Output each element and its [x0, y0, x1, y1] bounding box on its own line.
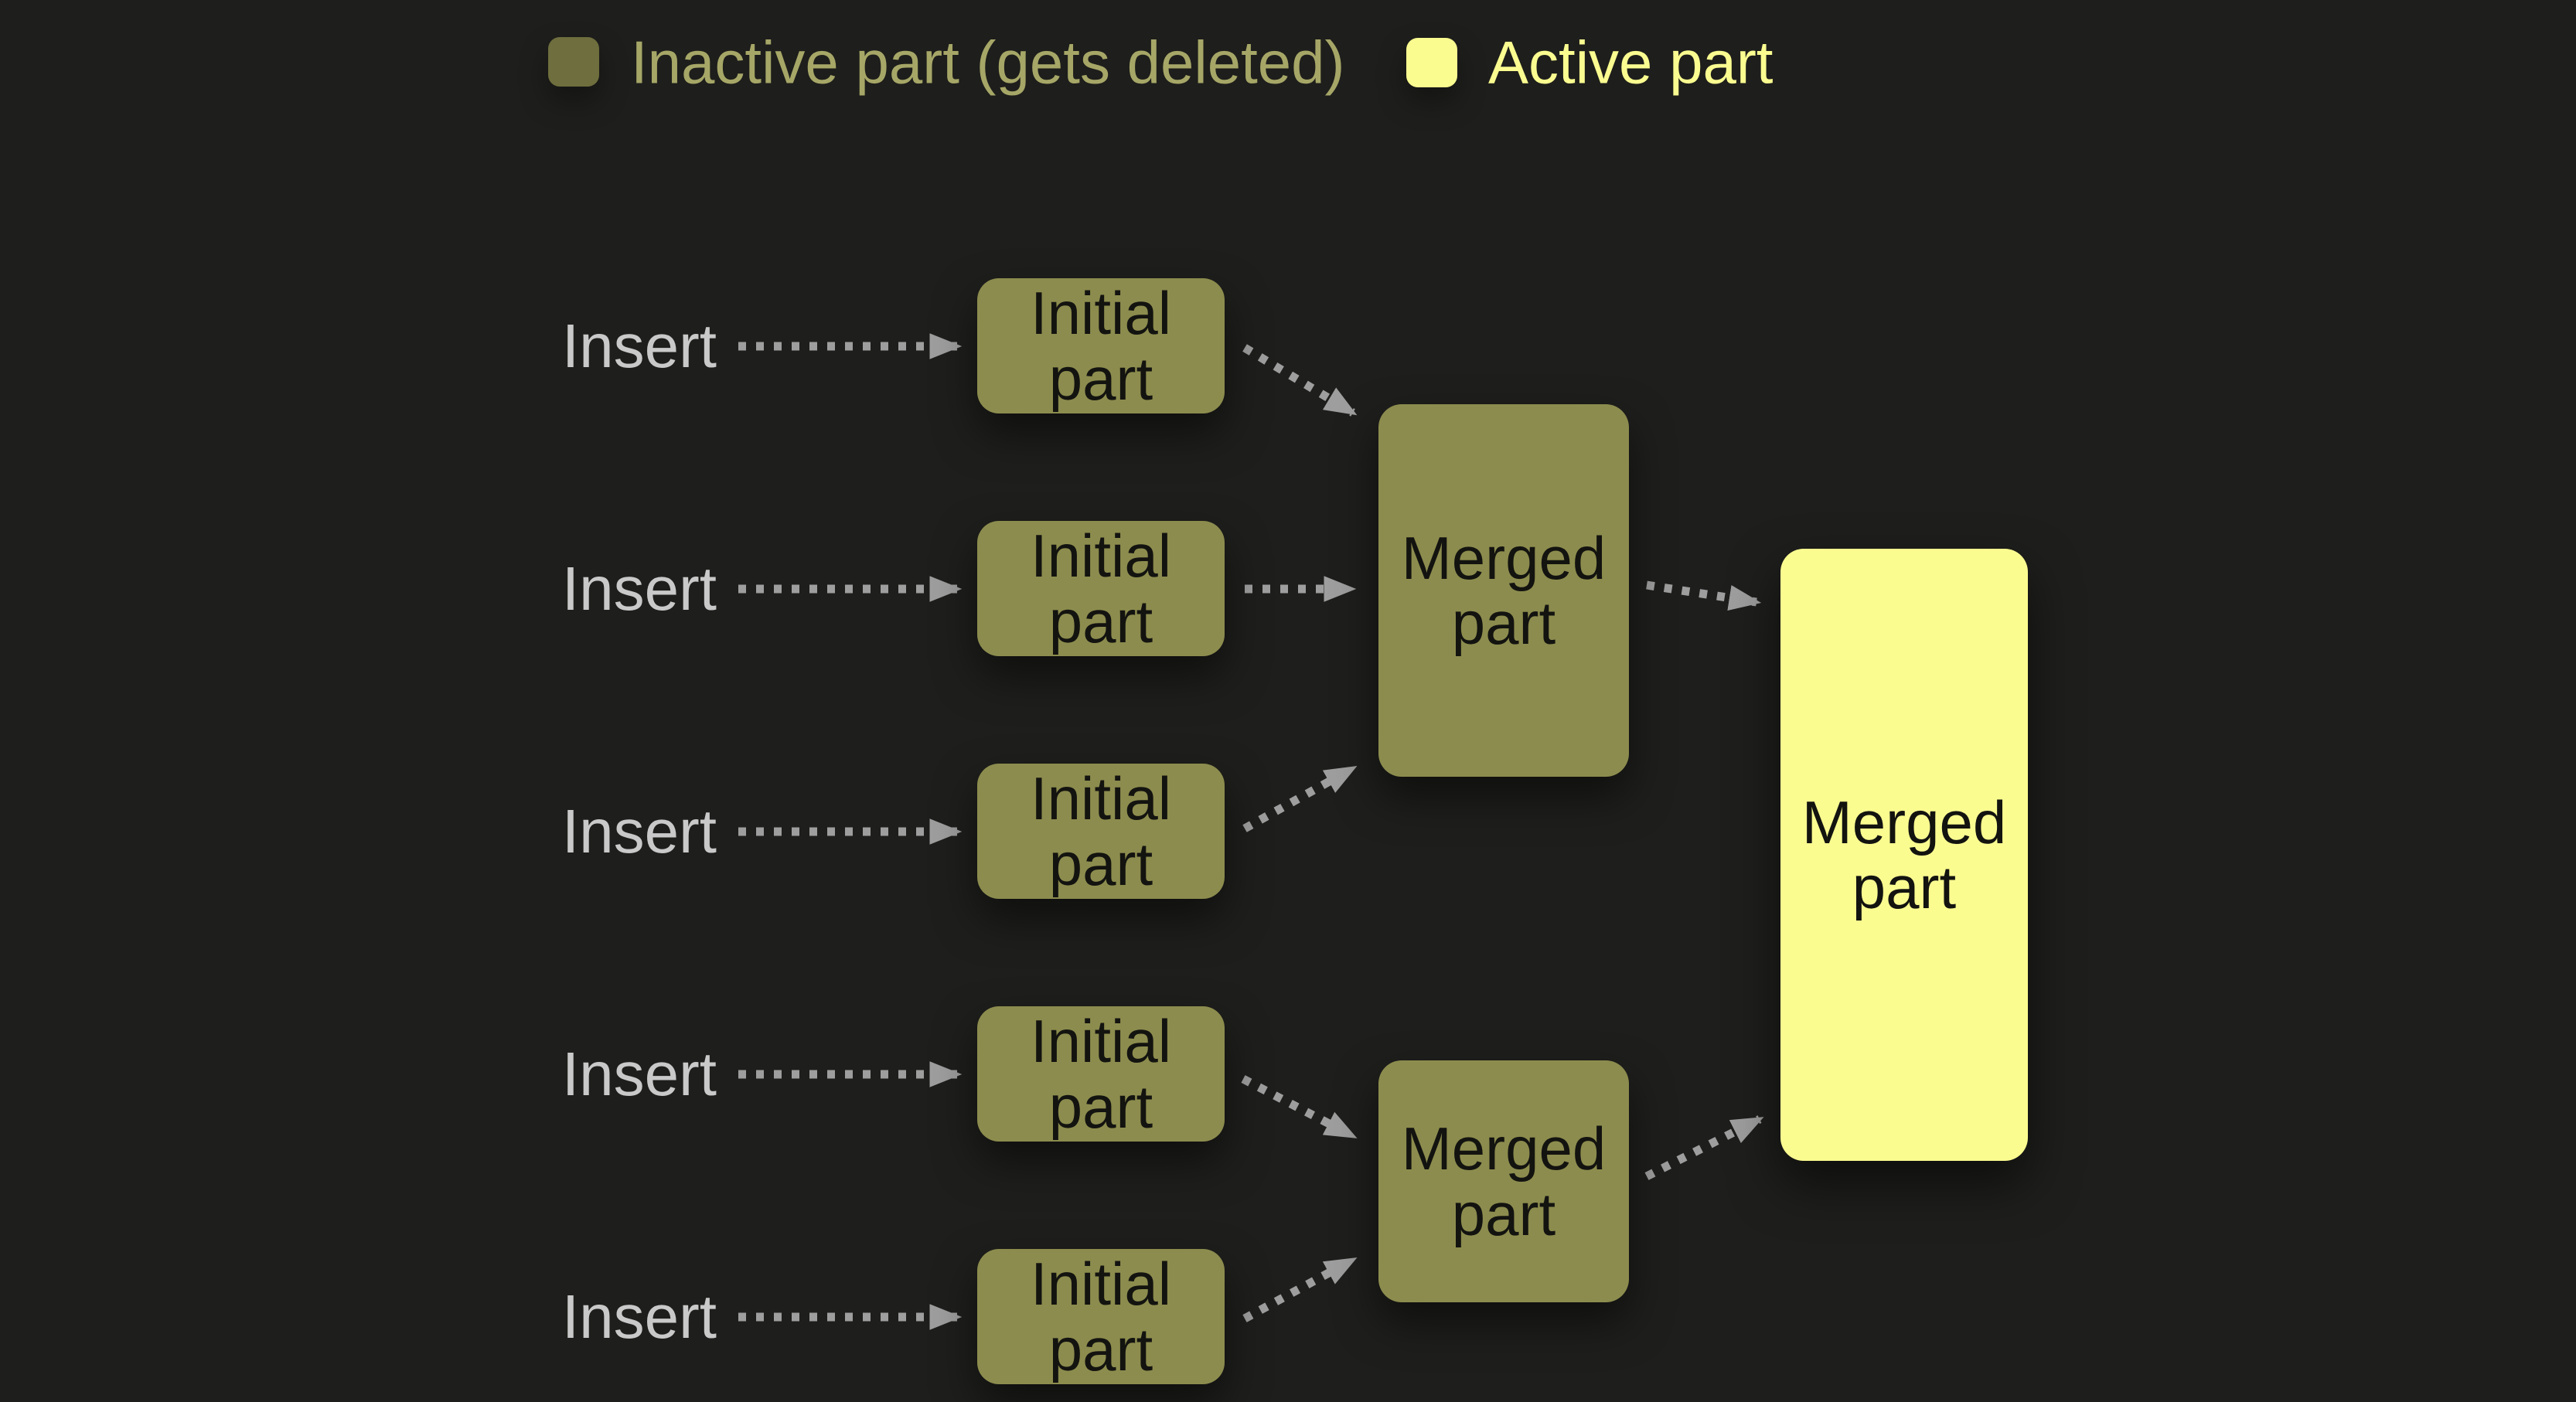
merged-part-2: Merged part: [1378, 1060, 1629, 1302]
arrow-initial5-merged2: [1242, 1256, 1358, 1322]
initial-part-label: Initial part: [1030, 279, 1172, 413]
merged-part-1: Merged part: [1378, 404, 1629, 777]
legend-swatch-active: [1406, 38, 1457, 87]
legend-label-active: Active part: [1488, 28, 1774, 97]
insert-label-1: Insert: [561, 311, 717, 380]
arrow-initial3-merged1: [1242, 764, 1358, 832]
merged-part-label: Merged part: [1401, 1114, 1607, 1248]
final-merged-part: Merged part: [1780, 549, 2028, 1161]
arrow-merged2-final: [1644, 1115, 1764, 1180]
merged-part-label: Merged part: [1401, 523, 1607, 657]
initial-part-label: Initial part: [1030, 1007, 1172, 1141]
initial-part-label: Initial part: [1030, 764, 1172, 898]
legend-label-inactive: Inactive part (gets deleted): [631, 28, 1345, 97]
insert-label-3: Insert: [561, 797, 717, 866]
initial-part-4: Initial part: [977, 1006, 1225, 1142]
initial-part-3: Initial part: [977, 764, 1225, 899]
initial-part-5: Initial part: [977, 1249, 1225, 1384]
initial-part-label: Initial part: [1030, 1250, 1172, 1383]
arrow-initial1-merged1: [1242, 344, 1358, 417]
initial-part-1: Initial part: [977, 278, 1225, 413]
insert-label-2: Insert: [561, 554, 717, 623]
arrow-merged1-final: [1646, 580, 1762, 611]
initial-part-2: Initial part: [977, 521, 1225, 656]
legend-swatch-inactive: [548, 37, 599, 87]
final-merged-part-label: Merged part: [1801, 788, 2007, 921]
initial-part-label: Initial part: [1030, 522, 1172, 655]
insert-label-4: Insert: [561, 1040, 717, 1108]
insert-label-5: Insert: [561, 1282, 717, 1351]
arrow-initial4-merged2: [1241, 1075, 1358, 1140]
